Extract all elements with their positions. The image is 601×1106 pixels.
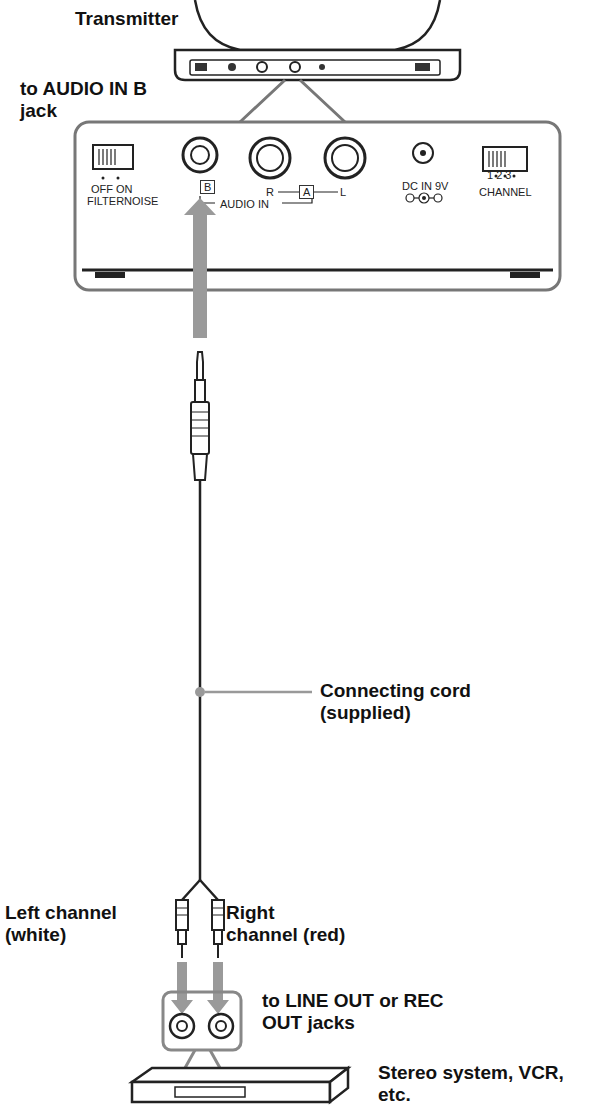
switch-label: 1 2 3 (487, 169, 511, 181)
switch-label: OFF ON (91, 183, 133, 195)
stereo-device (132, 1068, 348, 1102)
transmitter-panel: OFF ONFILTERNOISE B R A L AUDIO IN DC IN 9V 1 2… (75, 122, 560, 290)
part-label: Stereo system, VCR, etc. (378, 1062, 568, 1106)
jack-label: B (200, 180, 215, 194)
switch-label: FILTERNOISE (87, 195, 158, 207)
callout-label: to LINE OUT or REC OUT jacks (262, 990, 462, 1034)
part-label: Connecting cord (supplied) (320, 680, 520, 724)
jack-label: L (340, 186, 346, 198)
jack-label: DC IN 9V (402, 180, 448, 192)
wire-label: Left channel (white) (5, 902, 130, 946)
jack-label: AUDIO IN (220, 198, 269, 210)
wire-label: Right channel (red) (226, 902, 346, 946)
jack-label: R (266, 186, 274, 198)
part-label: Transmitter (75, 8, 275, 30)
mini-plug (191, 352, 209, 480)
callout-label: to AUDIO IN B jack (20, 78, 150, 122)
jack-label: A (299, 185, 314, 199)
transmitter-body (175, 0, 460, 80)
switch-label: CHANNEL (479, 186, 532, 198)
